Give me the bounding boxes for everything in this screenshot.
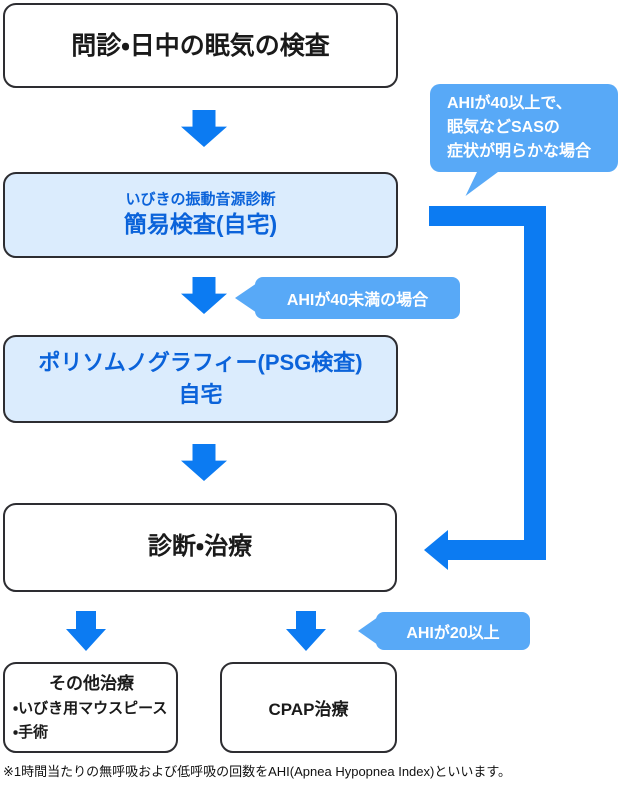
ahi-over-20-label: AHIが20以上 xyxy=(376,612,530,650)
ahi-over-40-line-1: AHIが40以上で、 xyxy=(447,95,572,112)
callout-tail-icon xyxy=(465,169,502,196)
simple-test-subtitle: いびきの振動音源診断 xyxy=(125,190,276,208)
cpap-box-label: CPAP治療 xyxy=(268,700,349,719)
flow-box-other-treatment: その他治療 ・いびき用マウスピース ・手術 xyxy=(3,662,178,753)
elbow-connector-bottom-segment xyxy=(446,540,546,560)
flow-box-cpap: CPAP治療 xyxy=(220,662,397,753)
simple-test-title: 簡易検査(自宅) xyxy=(123,211,278,238)
down-arrow-icon-2 xyxy=(181,277,227,314)
flow-box-psg: ポリソムノグラフィー(PSG検査) 自宅 xyxy=(3,335,398,423)
ahi-under-40-tail-icon xyxy=(235,283,257,313)
diagnosis-box-label: 診断・治療 xyxy=(147,533,253,561)
flow-box-interview: 問診・日中の眠気の検査 xyxy=(3,3,398,88)
psg-line-1: ポリソムノグラフィー(PSG検査) xyxy=(38,350,363,376)
interview-box-label: 問診・日中の眠気の検査 xyxy=(71,31,330,60)
other-treatment-item-2: ・手術 xyxy=(13,723,49,741)
ahi-under-40-text: AHIが40未満の場合 xyxy=(286,292,429,309)
down-arrow-icon-3 xyxy=(181,444,227,481)
elbow-connector-top-segment xyxy=(429,206,546,226)
left-arrowhead-icon xyxy=(424,530,448,570)
down-arrow-icon-1 xyxy=(181,110,227,147)
flow-box-diagnosis: 診断・治療 xyxy=(3,503,397,592)
elbow-connector-vertical-segment xyxy=(524,206,546,560)
footer-note: ※1時間当たりの無呼吸および低呼吸の回数をAHI(Apnea Hypopnea … xyxy=(3,764,512,779)
down-arrow-icon-5 xyxy=(286,611,326,651)
other-treatment-content: その他治療 ・いびき用マウスピース ・手術 xyxy=(5,671,176,744)
down-arrow-icon-4 xyxy=(66,611,106,651)
other-treatment-item-1: ・いびき用マウスピース xyxy=(13,700,168,718)
flow-box-simple-test: いびきの振動音源診断 簡易検査(自宅) xyxy=(3,172,398,258)
ahi-over-40-line-2: 眠気などSASの xyxy=(447,119,560,136)
ahi-over-20-tail-icon xyxy=(358,617,378,645)
psg-line-2: 自宅 xyxy=(178,382,223,407)
other-treatment-title: その他治療 xyxy=(49,674,134,694)
ahi-over-40-line-3: 症状が明らかな場合 xyxy=(447,143,592,160)
ahi-over-40-callout: AHIが40以上で、 眠気などSASの 症状が明らかな場合 xyxy=(430,84,618,172)
ahi-over-20-text: AHIが20以上 xyxy=(406,625,500,642)
ahi-under-40-label: AHIが40未満の場合 xyxy=(255,277,460,319)
